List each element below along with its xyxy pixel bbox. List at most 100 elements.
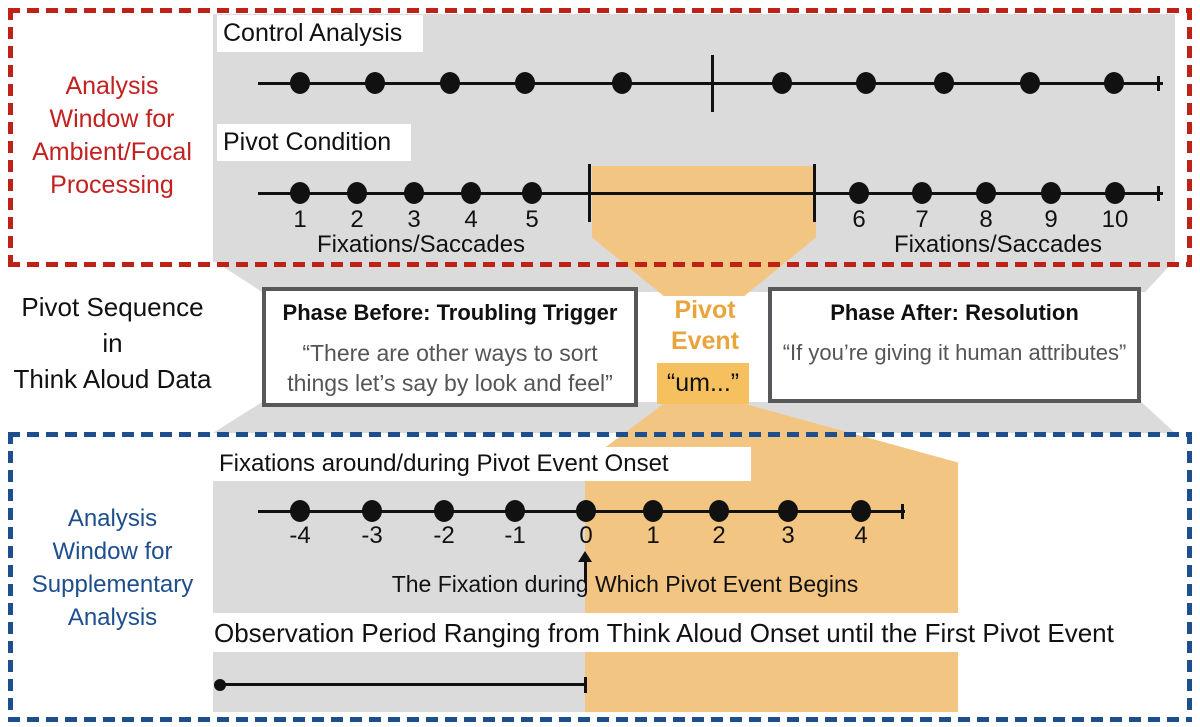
onset-tick-label: -1: [504, 522, 526, 549]
pivot-window-left-bar: [588, 164, 591, 222]
pivot-tick-label: 7: [915, 206, 929, 233]
supplementary-window-label: Analysis Window for Supplementary Analys…: [10, 502, 215, 634]
pivot-timeline-endcap: [1157, 186, 1160, 201]
onset-fixation-dot: [778, 500, 798, 522]
pivot-fixation-dot: [404, 182, 424, 204]
pivot-fixation-dot: [1105, 182, 1125, 204]
observation-start-dot: [214, 679, 226, 691]
fixation-onset-heading: Fixations around/during Pivot Event Onse…: [213, 447, 751, 481]
label-line: in: [102, 328, 123, 358]
phase-after-box: Phase After: Resolution “If you’re givin…: [768, 287, 1141, 403]
control-timeline-endcap: [1157, 76, 1160, 91]
label-line: Processing: [50, 171, 174, 199]
onset-fixation-dot: [643, 500, 663, 522]
onset-tick-label: -4: [289, 522, 311, 549]
onset-arrow-caption: The Fixation during Which Pivot Event Be…: [340, 571, 910, 598]
observation-line: [220, 683, 586, 686]
observation-heading-band: [13, 613, 1187, 652]
control-analysis-title: Control Analysis: [217, 15, 423, 52]
pivot-utterance-chip: “um...”: [657, 363, 749, 404]
label-line: Think Aloud Data: [13, 364, 212, 394]
phase-after-title: Phase After: Resolution: [830, 300, 1079, 325]
red-frame-right: [1187, 8, 1192, 267]
phase-before-box: Phase Before: Troubling Trigger “There a…: [262, 287, 638, 407]
observation-heading-text: Observation Period Ranging from Think Al…: [214, 618, 1114, 648]
quote-line: “If you’re giving it human attributes”: [782, 340, 1127, 365]
control-fixation-dot: [772, 72, 792, 94]
onset-fixation-dot: [434, 500, 454, 522]
label-line: Window for: [52, 538, 173, 565]
onset-fixation-dot: [709, 500, 729, 522]
fixations-saccades-left: Fixations/Saccades: [296, 231, 546, 259]
onset-tick-label: 0: [579, 522, 593, 549]
blue-frame-left: [8, 432, 13, 722]
label-line: Pivot Sequence: [21, 292, 204, 322]
onset-arrow-head: [578, 551, 592, 562]
ambient-focal-window-label: Analysis Window for Ambient/Focal Proces…: [12, 70, 212, 202]
onset-fixation-dot: [505, 500, 525, 522]
onset-arrow-caption-text: The Fixation during Which Pivot Event Be…: [391, 571, 859, 597]
pivot-tick-label: 1: [293, 206, 307, 233]
onset-tick-label: 4: [854, 522, 868, 549]
fixations-saccades-right: Fixations/Saccades: [873, 231, 1123, 259]
onset-tick-label: -2: [433, 522, 455, 549]
observation-line-endcap: [584, 677, 587, 693]
fixation-timeline-endcap: [901, 504, 904, 519]
label-line: Ambient/Focal: [32, 138, 192, 166]
control-fixation-dot: [1020, 72, 1040, 94]
pivot-fixation-dot: [1041, 182, 1061, 204]
onset-fixation-dot: [851, 500, 871, 522]
pivot-tick-label: 4: [464, 206, 478, 233]
pivot-fixation-dot: [522, 182, 542, 204]
pivot-tick-label: 10: [1101, 206, 1129, 233]
pivot-sequence-label: Pivot Sequence in Think Aloud Data: [5, 289, 220, 397]
fixations-saccades-left-text: Fixations/Saccades: [316, 231, 526, 258]
red-frame-bottom: [8, 262, 1192, 267]
pivot-fixation-dot: [290, 182, 310, 204]
control-fixation-dot: [290, 72, 310, 94]
label-line: Analysis: [67, 505, 158, 532]
phase-before-quote: “There are other ways to sort things let…: [266, 338, 634, 398]
pivot-tick-label: 3: [407, 206, 421, 233]
onset-tick-label: 3: [781, 522, 795, 549]
pivot-tick-label: 9: [1044, 206, 1058, 233]
pivot-tick-label: 2: [350, 206, 364, 233]
phase-after-quote: “If you’re giving it human attributes”: [772, 338, 1137, 368]
blue-frame-bottom: [8, 717, 1192, 722]
pivot-fixation-dot: [976, 182, 996, 204]
pivot-tick-label: 6: [852, 206, 866, 233]
quote-line: “There are other ways to sort: [302, 340, 598, 366]
onset-tick-label: 1: [646, 522, 660, 549]
blue-frame-right: [1187, 432, 1192, 722]
pivot-tick-label: 8: [979, 206, 993, 233]
control-fixation-dot: [856, 72, 876, 94]
pivot-condition-text: Pivot Condition: [223, 128, 392, 156]
control-fixation-dot: [365, 72, 385, 94]
fixations-saccades-right-text: Fixations/Saccades: [893, 231, 1103, 258]
control-fixation-dot: [440, 72, 460, 94]
pivot-timeline: [258, 192, 1163, 195]
control-mid-tick: [711, 55, 714, 112]
pivot-fixation-dot: [347, 182, 367, 204]
control-timeline: [258, 82, 1163, 85]
pivot-tick-label: 5: [525, 206, 539, 233]
label-line: Window for: [49, 105, 175, 133]
control-fixation-dot: [612, 72, 632, 94]
label-line: Analysis: [65, 72, 159, 100]
pivot-utterance-text: “um...”: [666, 369, 740, 397]
red-frame-top: [8, 8, 1192, 13]
observation-heading: Observation Period Ranging from Think Al…: [214, 618, 1114, 649]
pivot-window-right-bar: [813, 164, 816, 222]
pivot-fixation-dot: [849, 182, 869, 204]
onset-tick-label: 2: [712, 522, 726, 549]
control-fixation-dot: [515, 72, 535, 94]
onset-arrow-shaft: [584, 561, 587, 582]
pivot-condition-title: Pivot Condition: [217, 124, 411, 161]
control-analysis-text: Control Analysis: [223, 19, 403, 47]
onset-fixation-dot: [290, 500, 310, 522]
fixation-onset-heading-text: Fixations around/during Pivot Event Onse…: [219, 450, 669, 477]
quote-line: things let’s say by look and feel”: [287, 370, 613, 396]
label-line: Analysis: [67, 604, 158, 631]
pivot-event-line: Event: [670, 327, 740, 355]
